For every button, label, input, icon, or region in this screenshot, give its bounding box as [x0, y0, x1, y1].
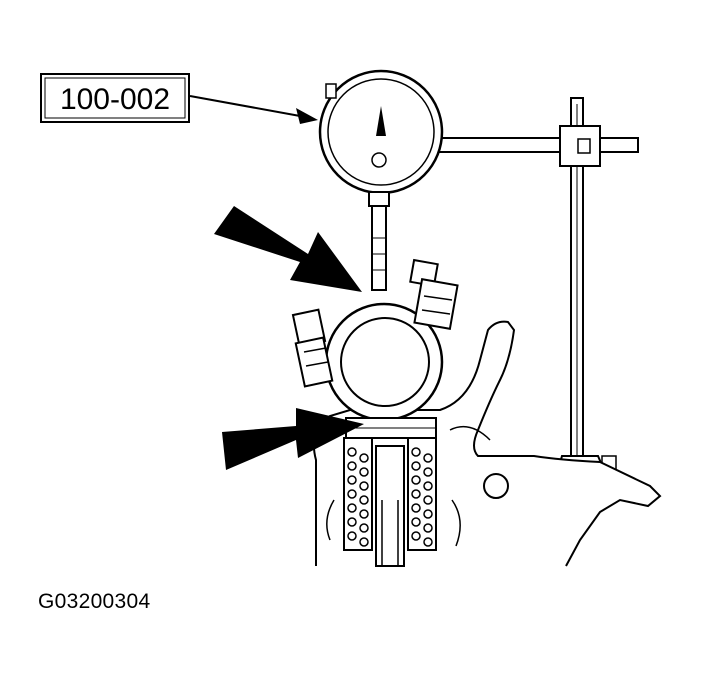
camshaft-journal-inner [340, 317, 430, 407]
callout-label: 100-002 [40, 73, 190, 123]
valve-stem [375, 445, 405, 567]
lower-pointer-arrow [222, 408, 364, 470]
stand-horizontal-arm [437, 137, 639, 153]
dial-plunger [371, 205, 387, 291]
dial-indicator-icon [318, 69, 444, 291]
dial-small-subdial [371, 152, 387, 168]
bearing-cap-bolt-right [409, 258, 459, 330]
pointer-arrow-icon [214, 206, 362, 292]
upper-pointer-arrow [214, 206, 362, 292]
callout-part-number: 100-002 [60, 83, 170, 116]
valve-spring-right [407, 437, 437, 551]
callout-box-inner [44, 77, 186, 119]
head-bolt-hole [483, 473, 509, 499]
cylinder-head-section [291, 258, 662, 567]
dial-needle [376, 106, 386, 136]
callout-box [40, 73, 190, 123]
figure-id-label: G03200304 [38, 590, 151, 613]
pointer-arrow-icon [222, 408, 364, 470]
dial-stem [368, 191, 390, 207]
leader-arrowhead [296, 108, 318, 124]
bearing-cap-bolt-left [291, 308, 334, 388]
valve-spring-left [343, 437, 373, 551]
callout-leader [189, 95, 318, 124]
dial-top-cap [325, 83, 337, 99]
